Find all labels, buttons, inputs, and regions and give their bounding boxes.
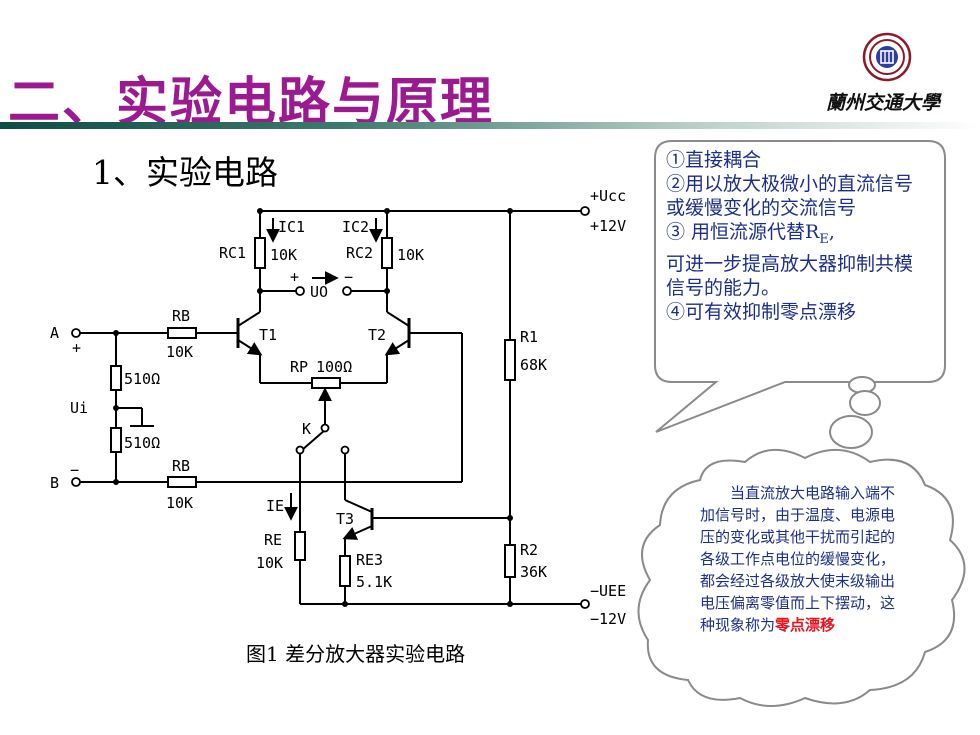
re3-label: RE3 [356,551,383,569]
rb-bottom-value: 10K [166,494,193,512]
rb-top-label: RB [172,307,190,325]
uee-terminal [580,599,590,609]
cloud-explanation: 当直流放大电路输入端不加信号时，由于温度、电源电压的变化或其他干扰而引起的各级工… [700,482,896,636]
input-b-label: B [50,474,59,492]
input-a-label: A [50,324,59,342]
r1-value: 68K [520,356,547,374]
note-item-4: ④可有效抑制零点漂移 [666,300,857,323]
input-b-minus: − [70,461,79,479]
cloud-explanation-text: 当直流放大电路输入端不加信号时，由于温度、电源电压的变化或其他干扰而引起的各级工… [700,484,896,634]
figure-caption: 图1 差分放大器实验电路 [246,642,466,666]
university-name-logo: 蘭州交通大學 [826,92,941,114]
ic2-label: IC2 [342,218,369,236]
section-subtitle: 1、实验电路 [92,153,278,192]
uee-value: −12V [590,610,626,628]
t2-label: T2 [368,326,386,344]
r2-value: 36K [520,563,547,581]
re3-value: 5.1K [356,573,392,591]
uee-label: −UEE [590,582,626,600]
note-item-1: ①直接耦合 [666,149,762,171]
input-b-terminal [71,477,81,487]
rc2-label: RC2 [346,244,373,262]
r1-label: R1 [520,328,538,346]
rc2-value: 10K [397,246,424,264]
r510-bottom-value: 510Ω [124,434,160,452]
uo-plus: + [290,268,299,286]
note-re-subscript: E [819,231,829,247]
re-label: RE [264,531,282,549]
university-logo-icon [862,32,912,82]
t3-label: T3 [336,510,354,528]
input-a-plus: + [72,339,81,357]
ic1-label: IC1 [278,218,305,236]
uo-label: UO [310,283,328,301]
note-item-3: ③ 用恒流源代替RE, [666,221,835,247]
note-item-2: ②用以放大极微小的直流信号或缓慢变化的交流信号 [666,173,914,219]
rc1-value: 10K [270,246,297,264]
note-item-3-continued: 可进一步提高放大器抑制共模信号的能力。 [666,252,914,299]
zero-drift-highlight: 零点漂移 [775,616,836,634]
r510-top-value: 510Ω [124,370,160,388]
ui-label: Ui [70,399,88,417]
input-a-terminal [71,328,81,338]
re-value: 10K [256,554,283,572]
notes-bubble: ①直接耦合 ②用以放大极微小的直流信号或缓慢变化的交流信号 ③ 用恒流源代替RE… [666,148,928,324]
uo-minus: − [344,268,353,286]
ie-label: IE [266,497,284,515]
title-underline-bar [0,122,980,129]
rb-top-value: 10K [166,343,193,361]
r2-label: R2 [520,541,538,559]
t1-label: T1 [259,326,277,344]
ucc-label: +Ucc [590,187,626,205]
rp-label: RP [290,358,308,376]
ucc-value: +12V [590,217,626,235]
rp-value: 100Ω [316,358,352,376]
ucc-terminal [580,206,590,216]
rc1-label: RC1 [219,244,246,262]
rb-bottom-label: RB [172,457,190,475]
switch-k-label: K [302,420,311,438]
